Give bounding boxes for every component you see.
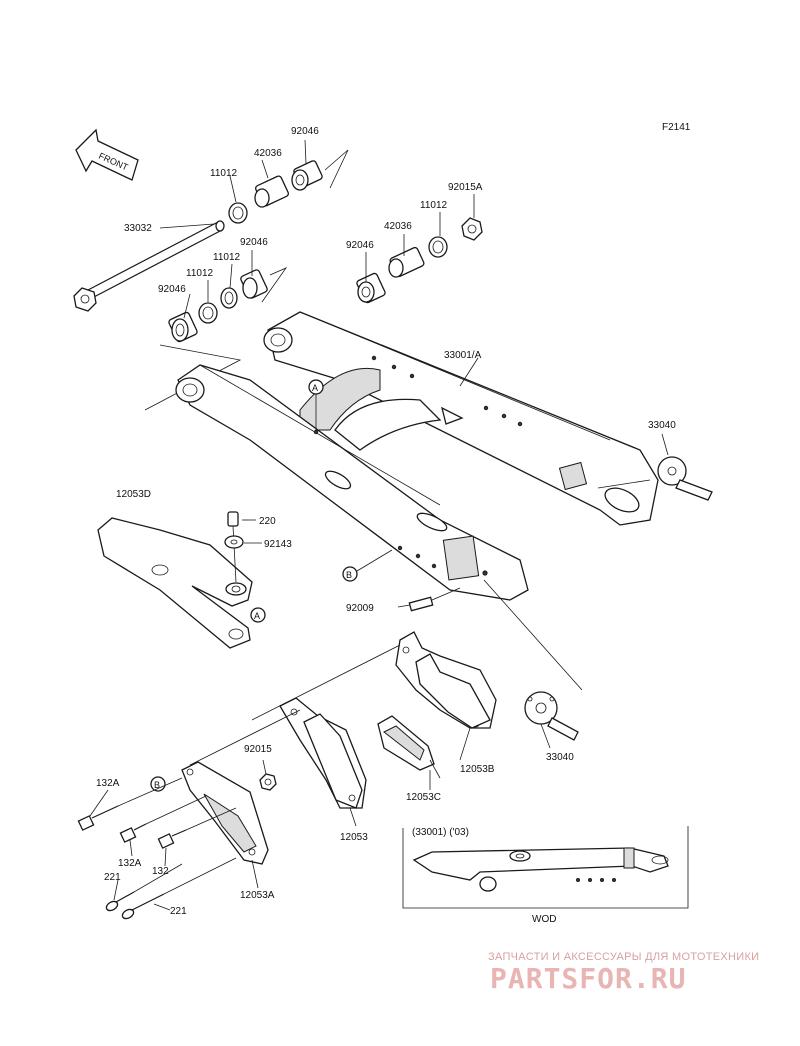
label-12053C: 12053C xyxy=(406,792,441,803)
label-220: 220 xyxy=(259,516,276,527)
bolt-132 xyxy=(157,807,237,849)
label-92046-left: 92046 xyxy=(158,284,186,295)
svg-text:A: A xyxy=(254,611,260,621)
label-92046-mid: 92046 xyxy=(240,237,268,248)
label-11012-left: 11012 xyxy=(186,268,214,279)
bolt-132A-upper xyxy=(77,777,183,831)
svg-text:B: B xyxy=(346,570,352,580)
label-11012-right: 11012 xyxy=(420,200,448,211)
front-arrow-icon: FRONT xyxy=(75,128,139,181)
chain-slider-12053D xyxy=(97,517,253,649)
label-92015A: 92015A xyxy=(448,182,483,193)
swingarm-33001A xyxy=(175,311,659,601)
screw-220 xyxy=(227,511,239,583)
screw-221-a xyxy=(105,863,183,912)
collar-92143 xyxy=(224,535,244,549)
svg-text:A: A xyxy=(312,383,318,393)
label-42036-top: 42036 xyxy=(254,148,282,159)
axle-33032 xyxy=(73,220,225,312)
svg-text:B: B xyxy=(154,780,160,790)
watermark-logo: PARTSFOR.RU xyxy=(490,962,687,995)
watermark-tagline: ЗАПЧАСТИ И АКСЕССУАРЫ ДЛЯ МОТОТЕХНИКИ xyxy=(488,951,760,963)
inset-title: (33001) ('03) xyxy=(412,827,469,838)
label-11012-top: 11012 xyxy=(210,168,238,179)
ref-marker-a-swingarm: A xyxy=(308,379,324,435)
label-33001A: 33001/A xyxy=(444,350,482,361)
label-12053: 12053 xyxy=(340,832,368,843)
inset-wod: (33001) ('03) WOD xyxy=(402,826,689,925)
chain-slider-12053C xyxy=(377,715,441,779)
label-33040-top: 33040 xyxy=(648,420,676,431)
chain-adjuster-33040-bottom xyxy=(524,691,579,741)
label-42036-right: 42036 xyxy=(384,221,412,232)
diagram-id: F2141 xyxy=(662,122,691,133)
left-pivot-bearings xyxy=(144,149,349,411)
label-132: 132 xyxy=(152,866,169,877)
leader-lines xyxy=(89,139,551,911)
ref-marker-a-slider: A xyxy=(250,607,266,623)
ref-marker-b-guide: B xyxy=(150,776,166,792)
label-221-a: 221 xyxy=(104,872,121,883)
right-pivot-bearings xyxy=(356,217,483,304)
screw-221-b xyxy=(121,857,237,920)
label-132A-upper: 132A xyxy=(96,778,120,789)
label-92046-top: 92046 xyxy=(291,126,319,137)
label-92009: 92009 xyxy=(346,603,374,614)
chain-guide-12053 xyxy=(189,697,367,809)
label-12053B: 12053B xyxy=(460,764,495,775)
bolt-92009 xyxy=(408,579,583,691)
ref-marker-b-swingarm: B xyxy=(342,549,393,582)
chain-guide-12053B xyxy=(251,631,497,729)
part-labels: 92046 42036 11012 33032 92046 11012 1101… xyxy=(96,126,676,917)
label-132A-lower: 132A xyxy=(118,858,142,869)
chain-adjuster-33040-top xyxy=(597,433,713,501)
nut-92015 xyxy=(259,773,277,791)
label-221-b: 221 xyxy=(170,906,187,917)
label-11012-mid: 11012 xyxy=(213,252,241,263)
label-33032: 33032 xyxy=(124,223,152,234)
label-92015: 92015 xyxy=(244,744,272,755)
label-92143: 92143 xyxy=(264,539,292,550)
label-92046-right: 92046 xyxy=(346,240,374,251)
bolt-132A-lower xyxy=(119,795,207,843)
label-33040-bottom: 33040 xyxy=(546,752,574,763)
label-12053D: 12053D xyxy=(116,489,151,500)
label-12053A: 12053A xyxy=(240,890,275,901)
inset-caption: WOD xyxy=(532,914,556,925)
